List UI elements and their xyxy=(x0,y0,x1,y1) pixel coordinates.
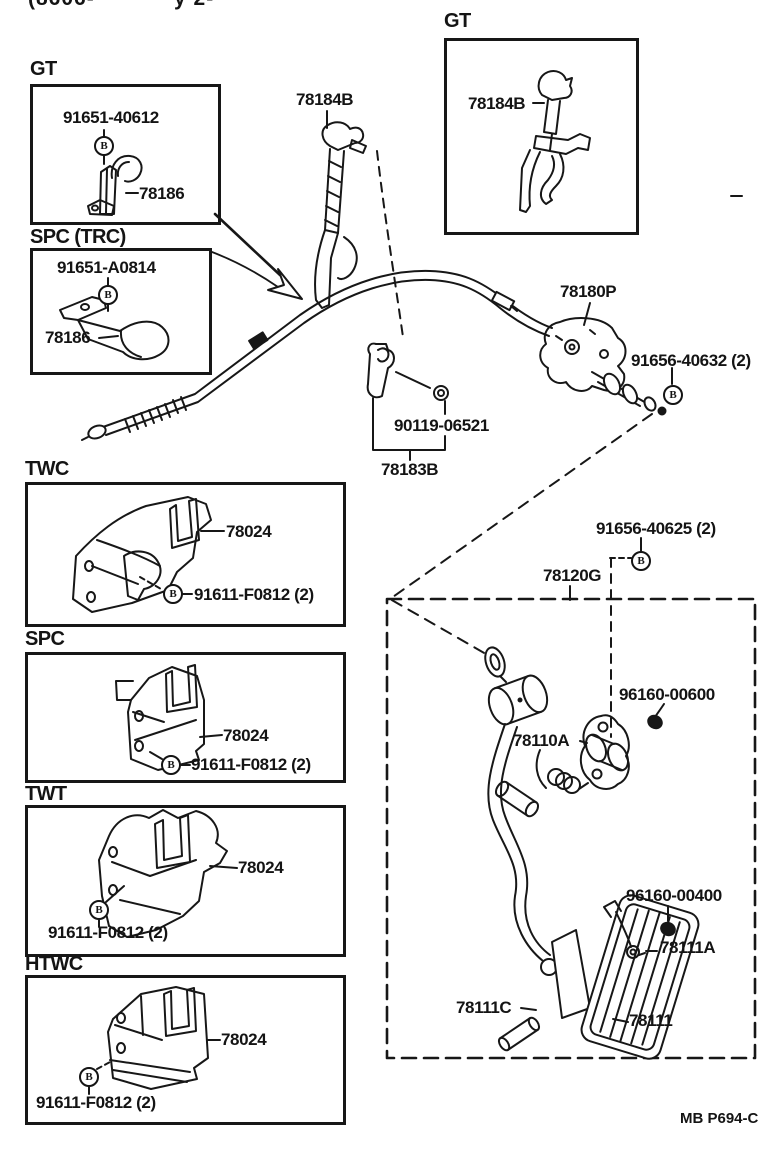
clipped-header-left: (8606- xyxy=(28,0,95,11)
label-91611-f0812-twc: 91611-F0812 (2) xyxy=(194,585,314,604)
bolt-marker-twc: B xyxy=(163,584,183,604)
label-78024-htwc: 78024 xyxy=(221,1030,267,1049)
clamp-78183b-drawing xyxy=(366,342,449,461)
label-78110a: 78110A xyxy=(513,731,570,750)
bolt-marker-spc: B xyxy=(161,755,181,775)
label-78184b-center: 78184B xyxy=(296,90,354,109)
gt-left-78186-drawing xyxy=(87,129,143,216)
variant-box-twt xyxy=(25,805,346,957)
label-78120g: 78120G xyxy=(543,566,602,585)
variant-box-gt-right xyxy=(444,38,639,235)
pedal-clip-78111a-drawing xyxy=(603,900,646,959)
clipped-header: (8606- y 2- xyxy=(16,0,296,11)
label-78111c: 78111C xyxy=(456,998,512,1017)
bolt-marker-twt: B xyxy=(89,900,109,920)
section-label-twc: TWC xyxy=(25,458,69,480)
twc-bracket-78024-drawing xyxy=(72,496,225,613)
label-78024-twt: 78024 xyxy=(238,858,284,877)
section-label-spc: SPC xyxy=(25,628,65,650)
section-label-twt: TWT xyxy=(25,783,67,805)
label-91651-a0814: 91651-A0814 xyxy=(57,258,156,277)
label-78111a: 78111A xyxy=(660,938,716,957)
section-label-htwc: HTWC xyxy=(25,953,83,975)
label-96160-00400: 96160-00400 xyxy=(626,886,722,905)
pedal-pad-78111-drawing xyxy=(580,894,700,1060)
label-78024-spc: 78024 xyxy=(223,726,269,745)
throttle-link-78180p-drawing xyxy=(389,302,673,655)
twt-bracket-78024-drawing xyxy=(98,809,238,938)
pedal-support-78110a-drawing xyxy=(535,714,630,794)
label-78183b: 78183B xyxy=(381,460,439,479)
label-91656-40625: 91656-40625 (2) xyxy=(596,519,716,538)
variant-box-spc-trc xyxy=(30,248,212,375)
section-label-gt-left: GT xyxy=(30,58,57,80)
section-label-spc-trc: SPC (TRC) xyxy=(30,226,126,248)
spc-trc-78186-drawing xyxy=(59,277,170,361)
bolt-marker-40632: B xyxy=(663,385,683,405)
pedal-assembly-drawing xyxy=(484,646,700,1060)
label-91611-f0812-htwc: 91611-F0812 (2) xyxy=(36,1093,156,1112)
label-91611-f0812-twt: 91611-F0812 (2) xyxy=(48,923,168,942)
cable-bracket-78184b-drawing xyxy=(314,110,404,338)
bolt-marker-spc-trc: B xyxy=(98,285,118,305)
label-78186-gt: 78186 xyxy=(139,184,185,203)
page-code: MB P694-C xyxy=(680,1110,759,1127)
gt-right-78184b-drawing xyxy=(519,70,591,213)
label-91611-f0812-spc: 91611-F0812 (2) xyxy=(191,755,311,774)
label-90119-06521: 90119-06521 xyxy=(394,416,489,435)
label-78024-twc: 78024 xyxy=(226,522,272,541)
clipped-header-right: y 2- xyxy=(174,0,214,11)
label-78186-spc: 78186 xyxy=(45,328,91,347)
label-96160-00600: 96160-00600 xyxy=(619,685,715,704)
htwc-bracket-78024-drawing xyxy=(88,986,221,1095)
variant-box-twc xyxy=(25,482,346,627)
section-label-gt-right: GT xyxy=(444,10,471,32)
spc-bracket-78024-drawing xyxy=(115,664,223,771)
variant-box-gt-left xyxy=(30,84,221,225)
pedal-assembly-dashed-box xyxy=(385,537,757,1060)
bolt-marker-40625: B xyxy=(631,551,651,571)
pedal-pin-78111c-drawing xyxy=(497,1016,541,1052)
label-78184b-right: 78184B xyxy=(468,94,526,113)
label-91651-40612: 91651-40612 xyxy=(63,108,159,127)
label-78180p: 78180P xyxy=(560,282,617,301)
label-78111: 78111 xyxy=(629,1011,673,1030)
bolt-marker-htwc: B xyxy=(79,1067,99,1087)
variant-box-spc xyxy=(25,652,346,783)
variant-box-htwc xyxy=(25,975,346,1125)
throttle-cable-drawing xyxy=(81,269,553,441)
bolt-marker-gt-left: B xyxy=(94,136,114,156)
label-91656-40632: 91656-40632 (2) xyxy=(631,351,751,370)
pointer-arrow xyxy=(211,212,303,300)
